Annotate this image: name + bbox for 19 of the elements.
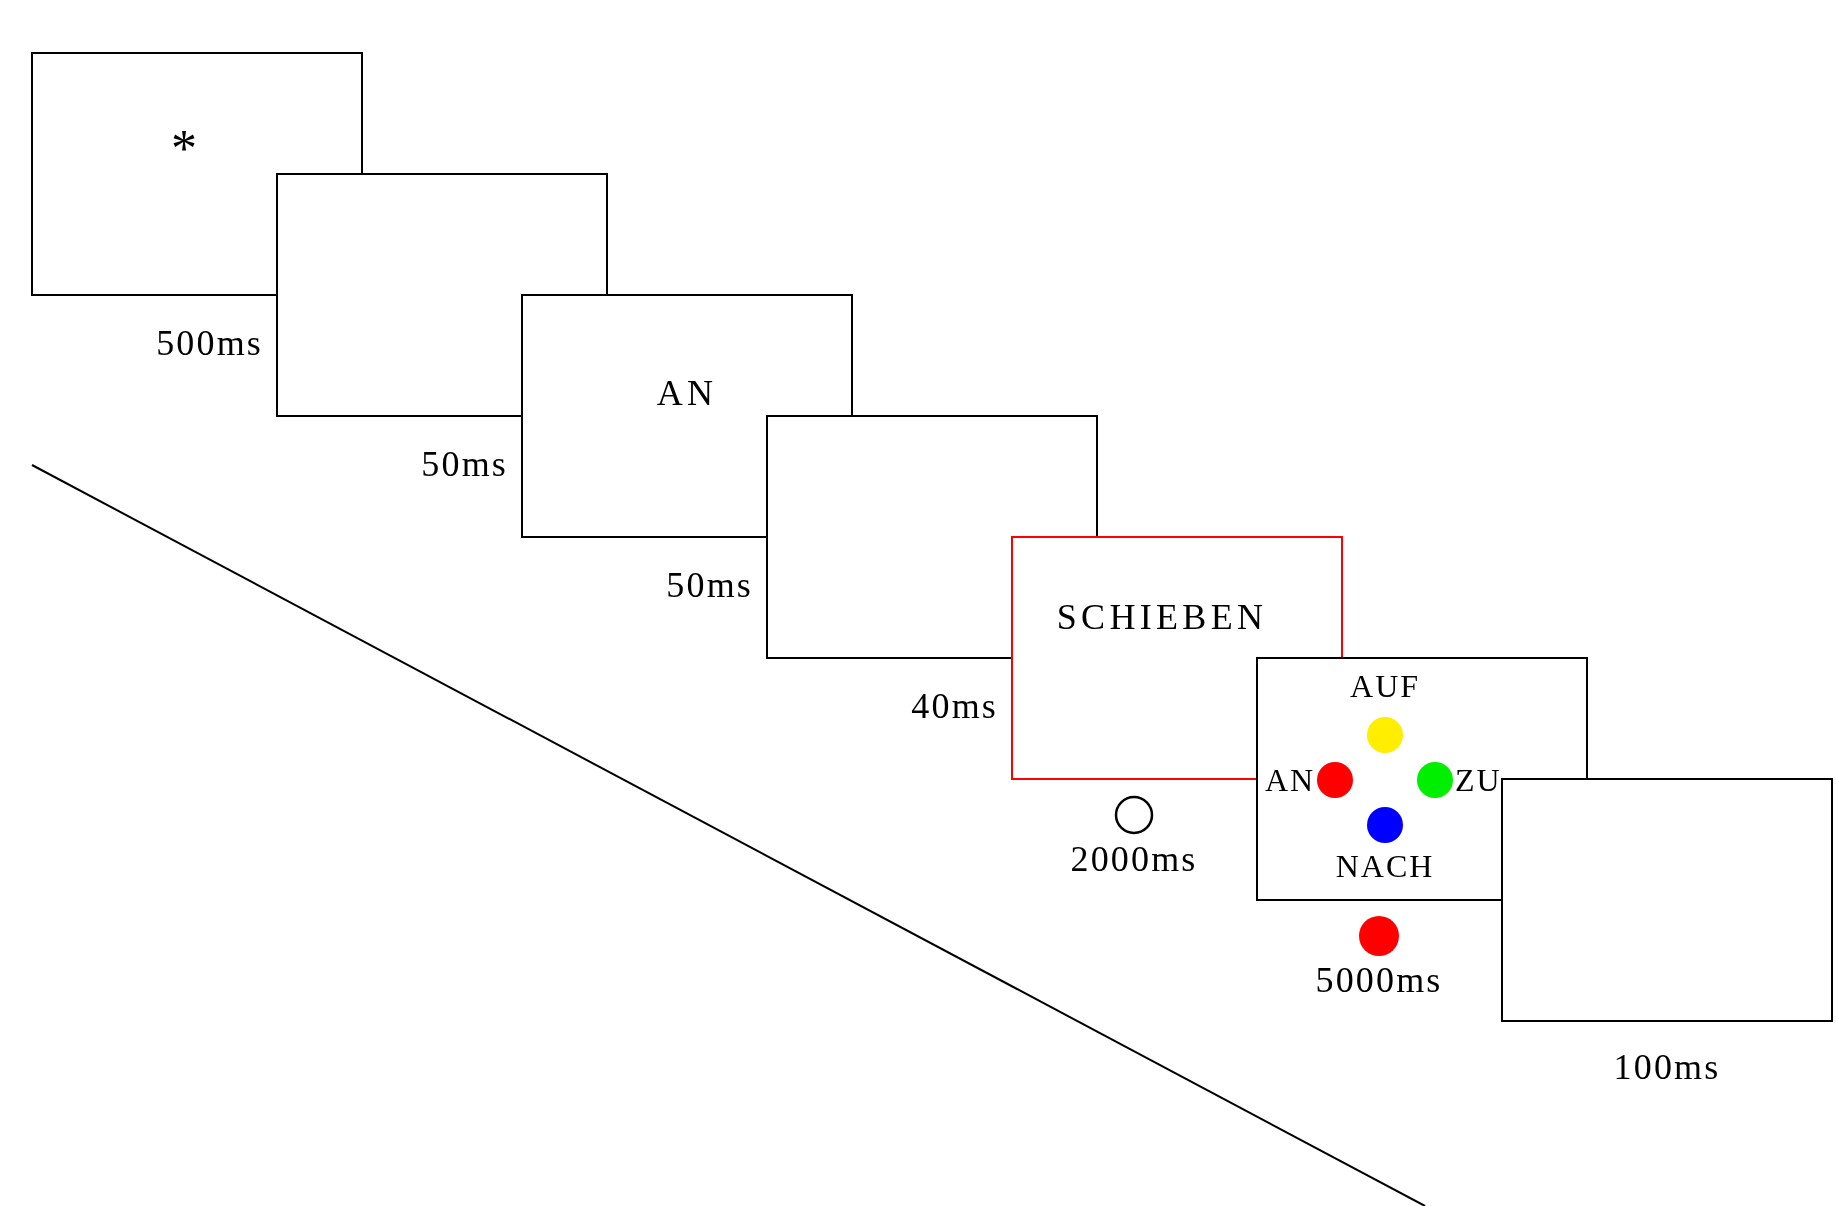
screen-frame: [1256, 657, 1588, 901]
duration-label: 40ms: [911, 688, 998, 724]
duration-label: 50ms: [666, 567, 753, 603]
duration-label: 2000ms: [1070, 841, 1198, 877]
duration-label: 500ms: [156, 325, 263, 361]
stimulus-word: AN: [1264, 764, 1315, 796]
stimulus-word: AN: [656, 375, 718, 411]
screen-frame: [521, 294, 853, 538]
stimulus-word: AUF: [1350, 670, 1420, 702]
stimulus-word: NACH: [1335, 850, 1435, 882]
fixation-cross: *: [170, 123, 204, 175]
duration-label: 5000ms: [1315, 962, 1443, 998]
screen-frame: [276, 173, 608, 417]
screen-frame: [1501, 778, 1833, 1022]
stimulus-word: SCHIEBEN: [1056, 599, 1268, 635]
duration-label: 100ms: [1613, 1049, 1721, 1085]
duration-label: 50ms: [421, 446, 508, 482]
stimulus-word: ZU: [1455, 764, 1502, 796]
screen-frame: [31, 52, 363, 296]
